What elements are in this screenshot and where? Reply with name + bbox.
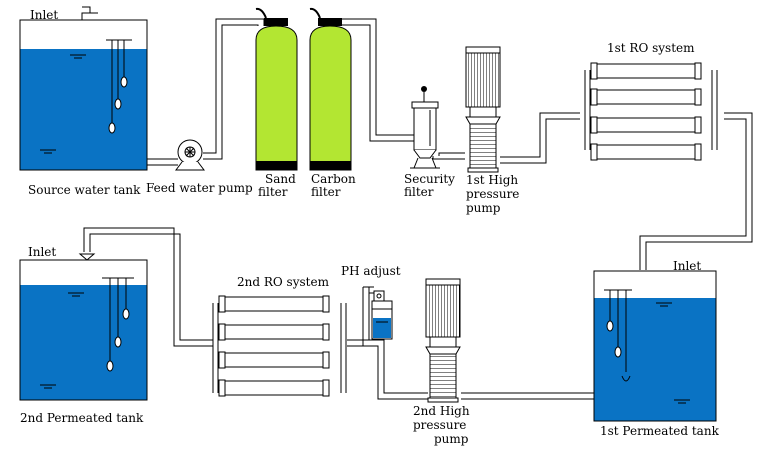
ro1-membranes [590, 62, 702, 161]
hp-pump-1-label-1: 1st High [466, 173, 519, 187]
hp-pump-2-label-2: pressure [413, 418, 467, 432]
ro-system-2 [212, 295, 347, 397]
inlet-label-1st-tank: Inlet [673, 259, 702, 273]
hp-pump-2-label-3: pump [434, 432, 469, 446]
ro-system-1-label: 1st RO system [607, 41, 695, 55]
feed-water-pump [175, 139, 205, 171]
sand-filter-label-2: filter [258, 185, 288, 199]
pipes [83, 18, 753, 400]
second-permeated-tank-label: 2nd Permeated tank [20, 411, 144, 425]
security-filter [410, 86, 440, 169]
high-pressure-pump-1 [465, 46, 501, 173]
sand-filter [255, 7, 298, 171]
carbon-filter-label-2: filter [311, 185, 341, 199]
hp-pump-1-label-2: pressure [466, 187, 520, 201]
first-permeated-tank [593, 270, 717, 422]
carbon-filter [309, 7, 352, 171]
source-water-tank-label: Source water tank [28, 183, 141, 197]
feed-water-pump-label: Feed water pump [146, 181, 253, 195]
hp-pump-1-label-3: pump [466, 201, 501, 215]
ph-adjust-doser [371, 290, 393, 340]
inlet-label-2nd-tank: Inlet [28, 245, 57, 259]
sand-filter-label-1: Sand [265, 172, 296, 186]
source-water-tank [19, 6, 148, 171]
carbon-filter-label-1: Carbon [311, 172, 356, 186]
security-filter-label-1: Security [404, 172, 455, 186]
security-filter-label-2: filter [404, 185, 434, 199]
hp-pump-2-label-1: 2nd High [413, 404, 470, 418]
ro-system-1 [584, 62, 718, 161]
first-permeated-tank-label: 1st Permeated tank [600, 424, 719, 438]
ro-system-2-label: 2nd RO system [237, 275, 329, 289]
ph-adjust-label: PH adjust [341, 264, 401, 278]
second-permeated-tank [19, 253, 148, 401]
high-pressure-pump-2 [425, 278, 461, 403]
inlet-label-source: Inlet [30, 8, 59, 22]
